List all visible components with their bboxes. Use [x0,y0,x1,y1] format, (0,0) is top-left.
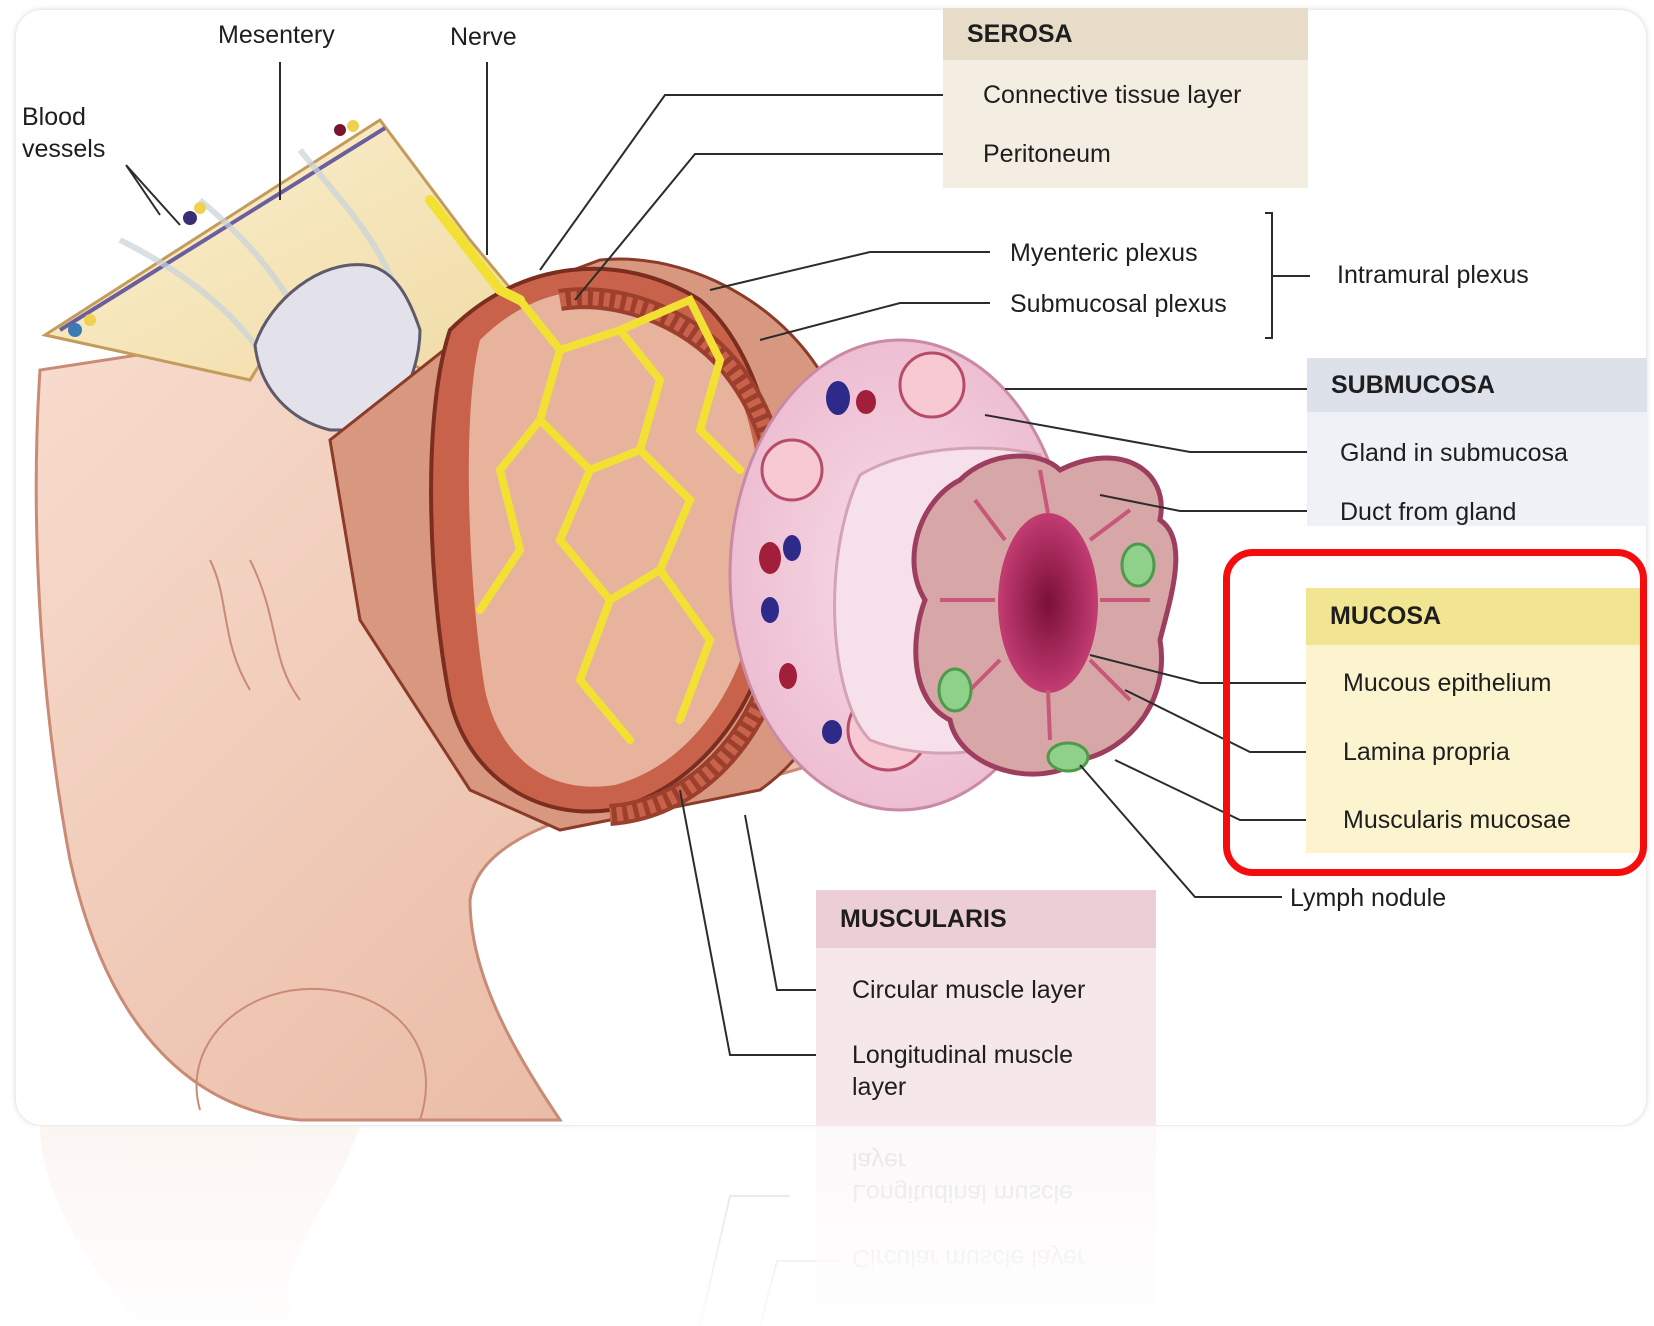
muscularis-item-longitudinal-line1: Longitudinal muscle [852,1040,1073,1070]
serosa-item-peritoneum: Peritoneum [983,139,1111,169]
muscularis-title: MUSCULARIS [816,890,1156,948]
reflection-fade [0,1126,1654,1326]
nerve-label: Nerve [450,22,517,52]
mucosa-layer [835,448,1176,774]
submucosa-title: SUBMUCOSA [1307,358,1647,412]
blood-vessels-label-line1: Blood [22,102,86,132]
mesentery-label: Mesentery [218,20,335,50]
submucosa-item-duct: Duct from gland [1340,497,1516,527]
submucosa-box: SUBMUCOSA Gland in submucosa Duct from g… [1307,358,1647,526]
blood-vessels-label-line2: vessels [22,134,105,164]
intramural-plexus-label: Intramural plexus [1337,260,1529,290]
muscularis-item-circular: Circular muscle layer [852,975,1085,1005]
submucosal-plexus-label: Submucosal plexus [1010,289,1227,319]
muscularis-box: MUSCULARIS Circular muscle layer Longitu… [816,890,1156,1126]
lymph-nodule-label: Lymph nodule [1290,883,1446,913]
serosa-item-connective-tissue: Connective tissue layer [983,80,1241,110]
serosa-box: SEROSA Connective tissue layer Peritoneu… [943,8,1308,188]
myenteric-plexus-label: Myenteric plexus [1010,238,1198,268]
muscularis-item-longitudinal-line2: layer [852,1072,906,1102]
submucosa-item-gland: Gland in submucosa [1340,438,1568,468]
serosa-title: SEROSA [943,8,1308,60]
mucosa-highlight-frame [1223,549,1647,876]
